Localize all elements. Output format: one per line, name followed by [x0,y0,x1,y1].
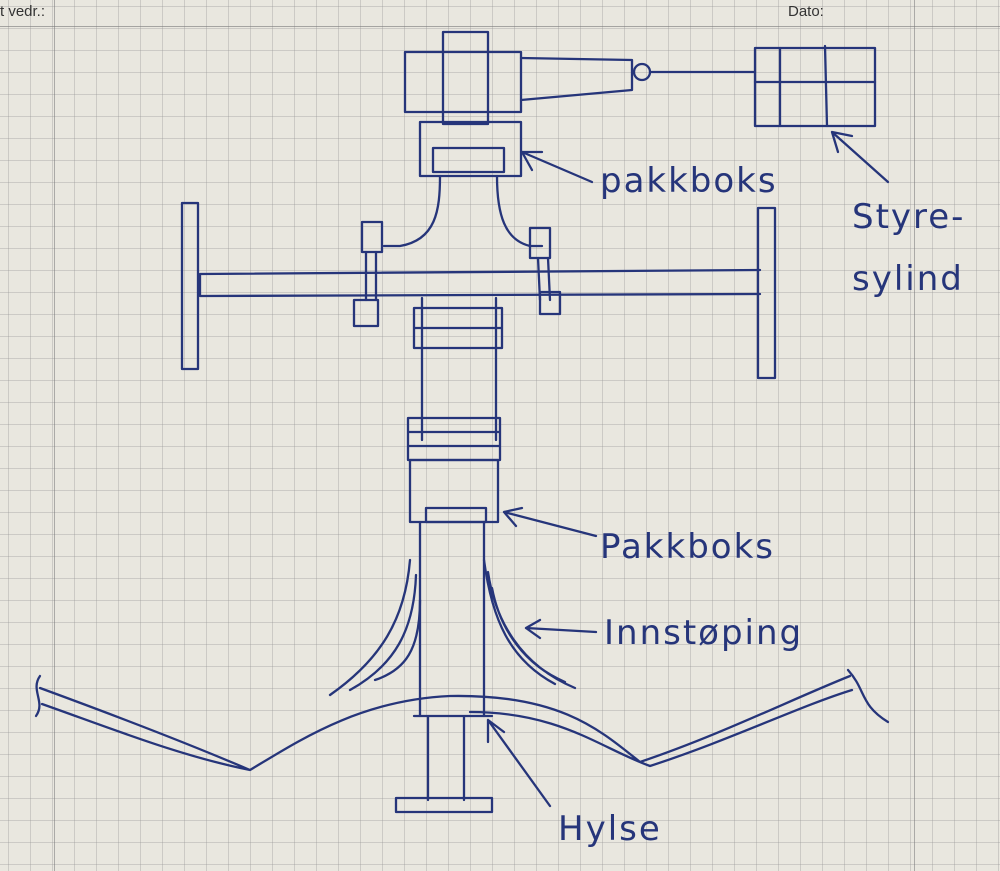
steering-head [403,30,652,126]
hull-break-left [34,674,42,718]
upper-stock [406,296,504,462]
arrow-innstoping [524,618,598,640]
right-margin-line [914,0,915,871]
arrow-pakkboks-bottom [502,506,598,538]
hull-break-right [846,668,890,724]
left-clamp [352,220,384,328]
upper-packing-box [418,120,523,178]
label-styre-line2: sylind [852,259,964,299]
hull [38,674,854,772]
label-hylse: Hylse [558,809,662,849]
label-styre-line1: Styre- [852,197,965,237]
steering-cylinder [648,44,877,128]
casting [328,558,577,697]
flared-neck [382,174,544,248]
date-header-label: Dato: [788,3,824,20]
label-pakkboks-top: pakkboks [600,161,778,201]
arrow-pakkboks-top [520,150,594,184]
header-rule [0,26,1000,27]
right-clamp [528,226,562,316]
left-margin-line [54,0,55,871]
crossbar [180,201,777,380]
arrow-styre [830,130,890,184]
subject-header-label: t vedr.: [0,3,46,20]
arrow-hylse [486,718,552,808]
label-innstoping: Innstøping [604,613,803,653]
lower-packing-box [408,458,500,524]
label-pakkboks-bottom: Pakkboks [600,527,775,567]
